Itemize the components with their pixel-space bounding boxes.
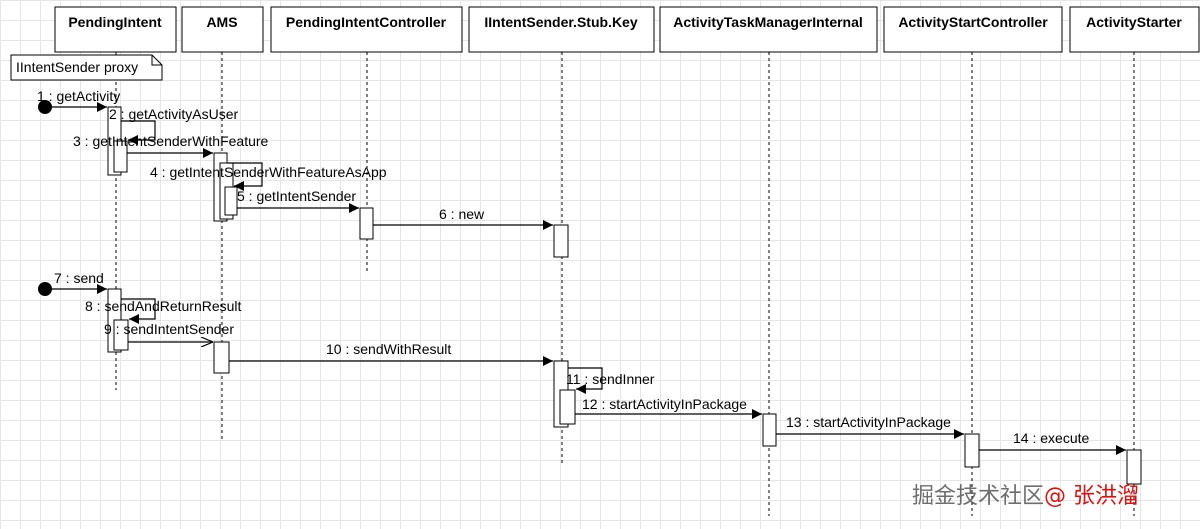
participant-pending-intent: PendingIntent [68, 14, 162, 30]
message-label-11: 11 : sendInner [566, 371, 655, 387]
note-fold [151, 55, 162, 66]
start-dot [38, 282, 52, 296]
watermark-author: @ 张洪溜 [1044, 484, 1139, 509]
message-label-14: 14 : execute [1013, 430, 1089, 446]
participant-box-ams [181, 6, 264, 53]
activation-bar [213, 341, 230, 374]
activation-bar [113, 140, 128, 173]
message-label-9: 9 : sendIntentSender [104, 321, 234, 337]
note-box [10, 54, 163, 81]
participant-box-pending-intent [54, 6, 177, 53]
activation-bar [1126, 449, 1142, 485]
participant-box-activity-start-controller [883, 6, 1063, 53]
message-arrow-8 [121, 298, 156, 324]
participant-pending-intent-controller: PendingIntentController [286, 14, 447, 30]
activation-bar [224, 186, 238, 216]
message-label-8: 8 : sendAndReturnResult [85, 298, 242, 314]
message-label-12: 12 : startActivityInPackage [582, 396, 747, 412]
activation-bar [553, 224, 569, 258]
participant-intent-sender-key: IIntentSender.Stub.Key [484, 14, 637, 30]
message-label-5: 5 : getIntentSender [237, 188, 356, 204]
participant-activity-starter: ActivityStarter [1086, 14, 1182, 30]
participant-box-pending-intent-controller [270, 6, 463, 53]
message-label-6: 6 : new [439, 206, 485, 222]
activation-bar [113, 319, 129, 351]
message-arrow-4 [227, 162, 263, 191]
participant-box-activity-starter [1069, 6, 1200, 53]
message-label-13: 13 : startActivityInPackage [786, 414, 951, 430]
activation-bar [762, 413, 777, 447]
participant-box-activity-task-manager-internal [659, 6, 878, 53]
start-dot [38, 100, 52, 114]
activation-bar [559, 389, 576, 425]
message-label-1: 1 : getActivity [37, 88, 120, 104]
message-label-4: 4 : getIntentSenderWithFeatureAsApp [150, 164, 387, 180]
participant-activity-task-manager-internal: ActivityTaskManagerInternal [673, 14, 863, 30]
activation-bar [359, 207, 374, 240]
message-label-3: 3 : getIntentSenderWithFeature [73, 133, 269, 149]
participant-activity-start-controller: ActivityStartController [898, 14, 1048, 30]
note-text: IIntentSender proxy [16, 59, 138, 75]
activation-bar [964, 433, 980, 468]
message-label-7: 7 : send [54, 270, 104, 286]
message-arrow-11 [568, 367, 603, 394]
participant-box-intent-sender-key [468, 6, 655, 53]
participant-ams: AMS [206, 14, 237, 30]
message-label-10: 10 : sendWithResult [326, 341, 451, 357]
message-label-2: 2 : getActivityAsUser [109, 106, 238, 122]
message-arrow-2 [121, 120, 156, 145]
watermark-site: 掘金技术社区 [912, 484, 1044, 509]
